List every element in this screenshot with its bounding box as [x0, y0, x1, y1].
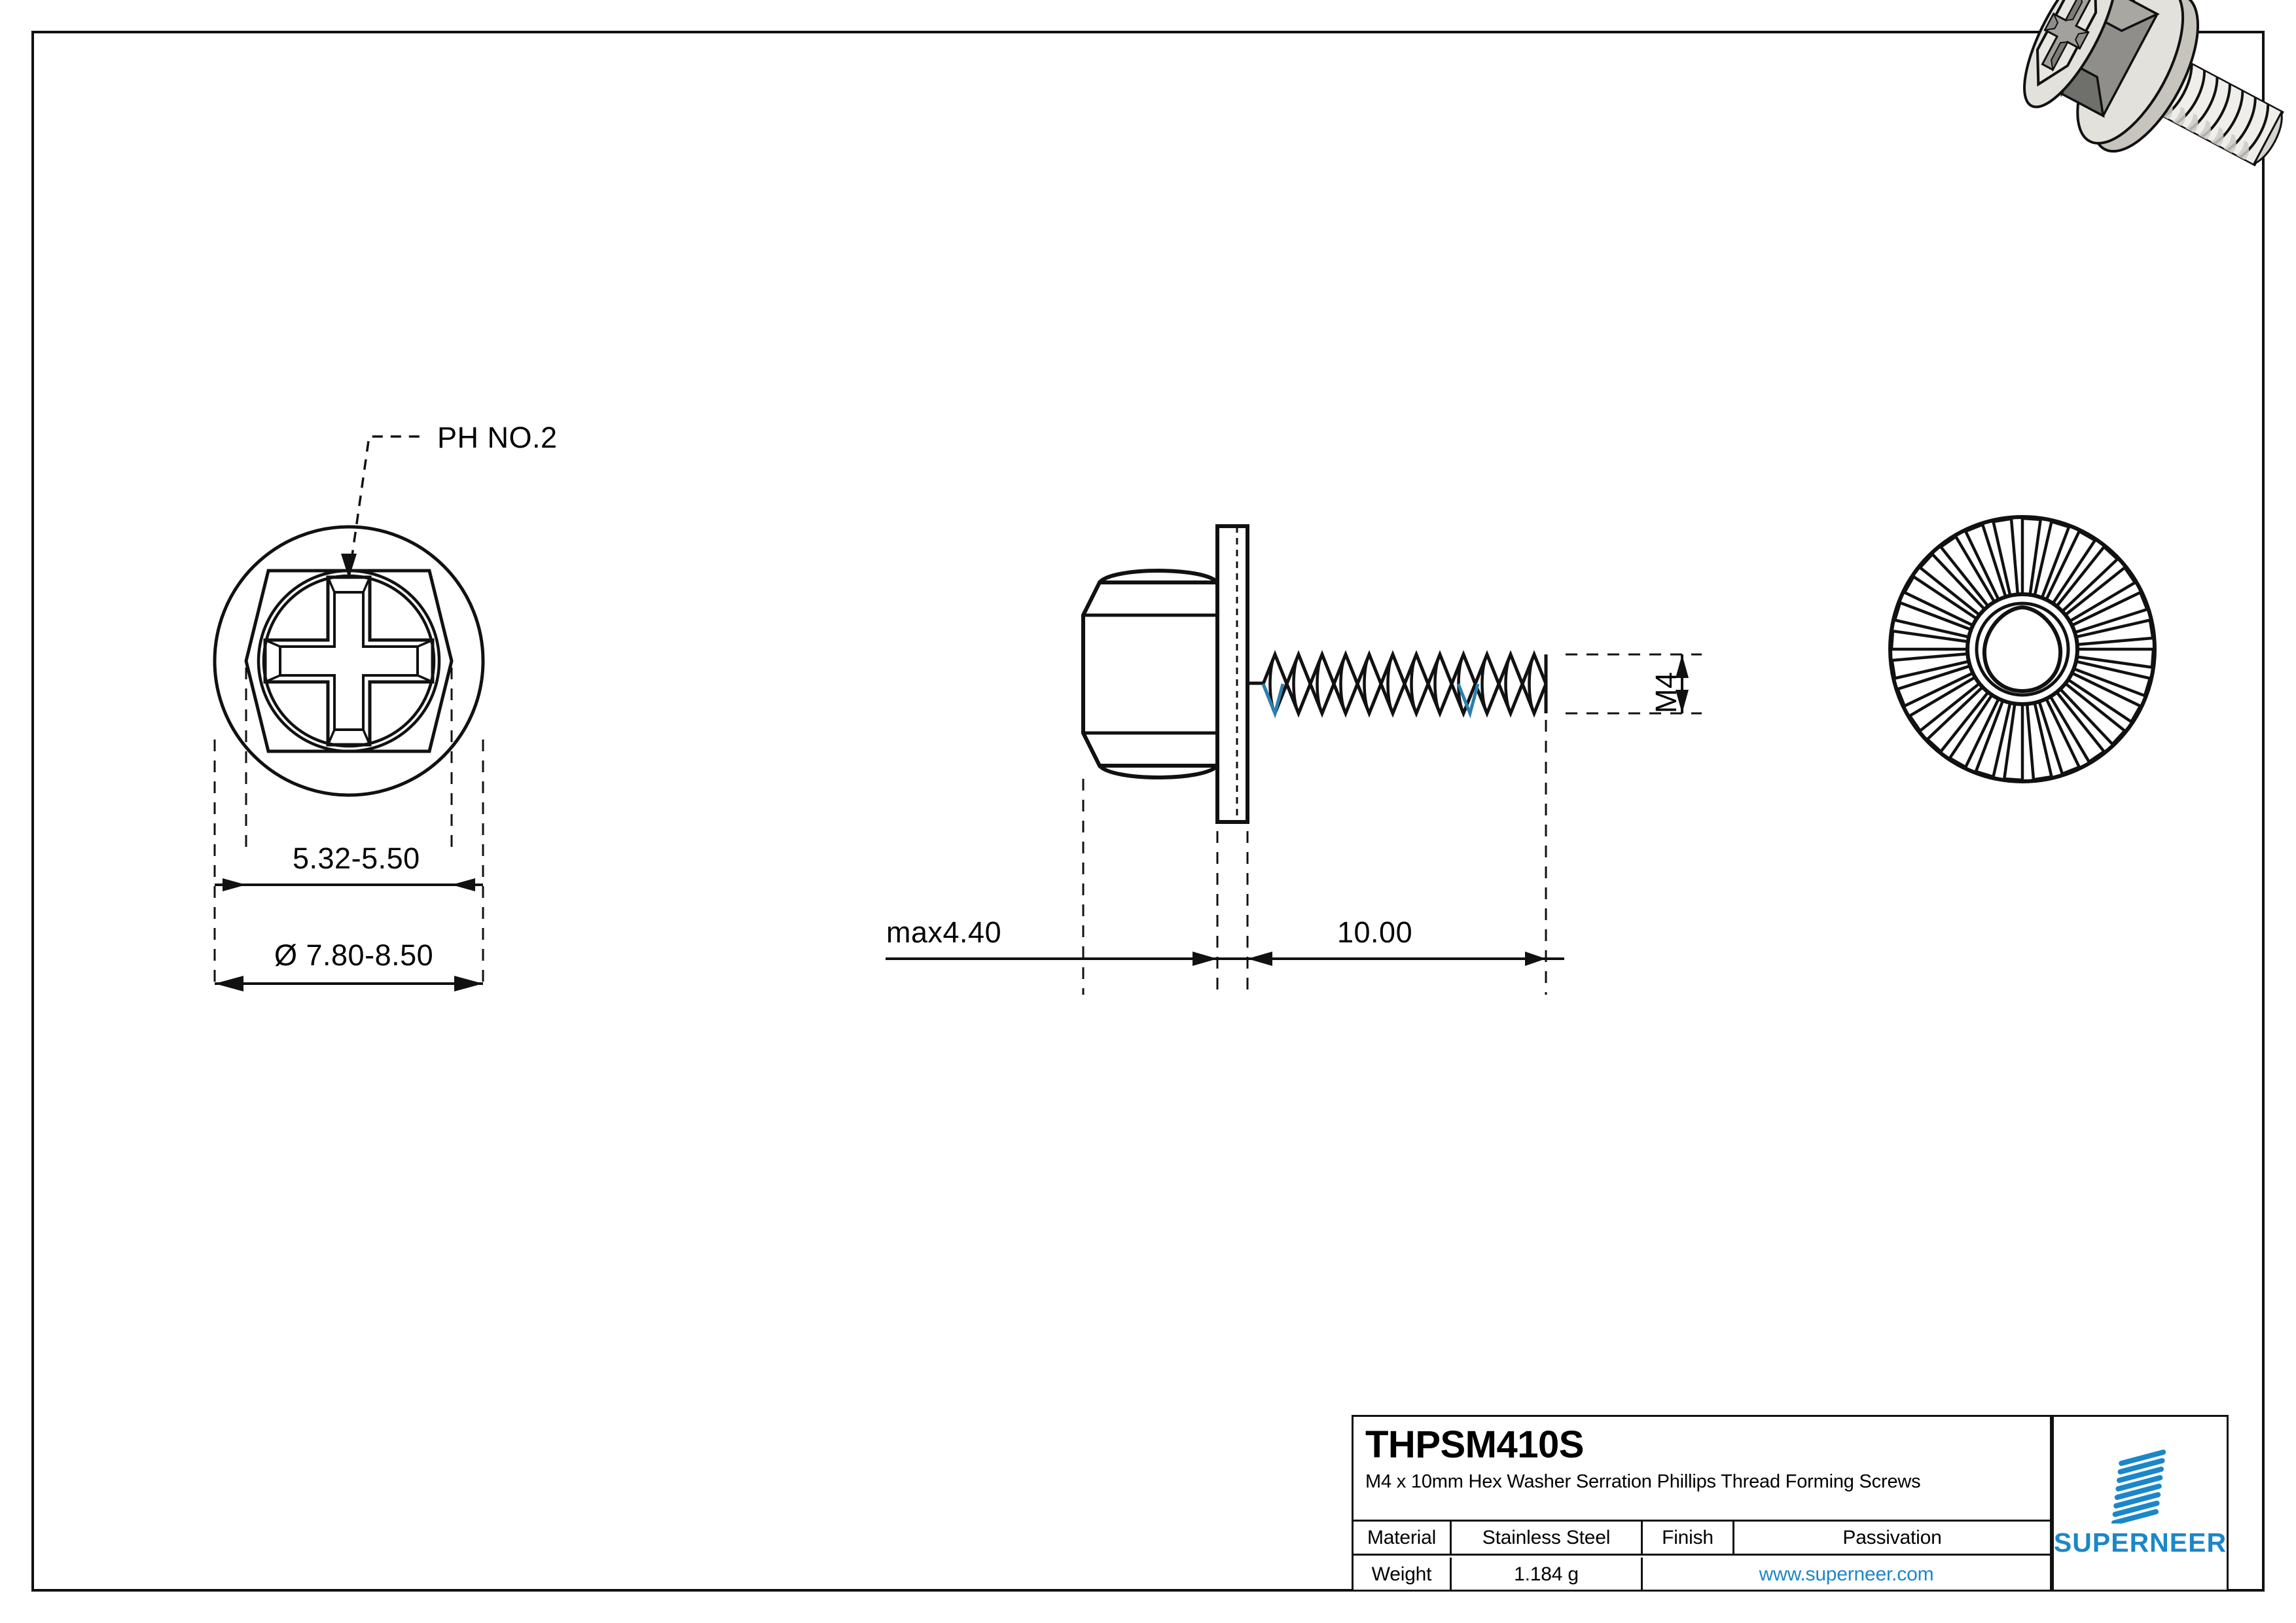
- logo-bar: [2117, 1458, 2165, 1474]
- logo-bar: [2114, 1484, 2162, 1500]
- material-label: Material: [1354, 1522, 1452, 1554]
- part-number: THPSM410S: [1365, 1423, 1584, 1466]
- finish-label: Finish: [1643, 1522, 1734, 1554]
- dim-thread-length-label: 10.00: [1337, 916, 1413, 949]
- finish-value: Passivation: [1842, 1526, 1942, 1548]
- logo-bar: [2111, 1509, 2159, 1524]
- logo-bar: [2112, 1501, 2160, 1517]
- part-description: M4 x 10mm Hex Washer Serration Phillips …: [1365, 1471, 1921, 1492]
- title-block-main: THPSM410S M4 x 10mm Hex Washer Serration…: [1354, 1417, 2050, 1522]
- ph-callout-label: PH NO.2: [437, 421, 558, 454]
- title-block: THPSM410S M4 x 10mm Hex Washer Serration…: [1352, 1415, 2052, 1592]
- title-block-row-material: Material Stainless Steel Finish Passivat…: [1354, 1522, 2050, 1556]
- dim-washer-dia-label: Ø 7.80-8.50: [274, 938, 434, 972]
- dim-across-flats-label: 5.32-5.50: [293, 842, 420, 875]
- logo-bar: [2119, 1450, 2166, 1466]
- dim-thread-size-label: M4: [1649, 671, 1683, 713]
- weight-label: Weight: [1354, 1558, 1452, 1592]
- title-block-row-weight: Weight 1.184 g www.superneer.com: [1354, 1558, 2050, 1592]
- logo-bar: [2115, 1475, 2163, 1491]
- superneer-logo-icon: [2111, 1450, 2166, 1524]
- website-link[interactable]: www.superneer.com: [1759, 1563, 1934, 1585]
- logo-bar: [2117, 1467, 2164, 1483]
- logo-bar: [2113, 1492, 2161, 1508]
- logo-block: SUPERNEER: [2052, 1415, 2229, 1592]
- logo-wordmark: SUPERNEER: [2053, 1527, 2227, 1558]
- dim-head-height-label: max4.40: [886, 916, 1002, 949]
- material-value: Stainless Steel: [1452, 1522, 1643, 1554]
- drawing-border: [31, 31, 2265, 1592]
- weight-value: 1.184 g: [1452, 1558, 1643, 1592]
